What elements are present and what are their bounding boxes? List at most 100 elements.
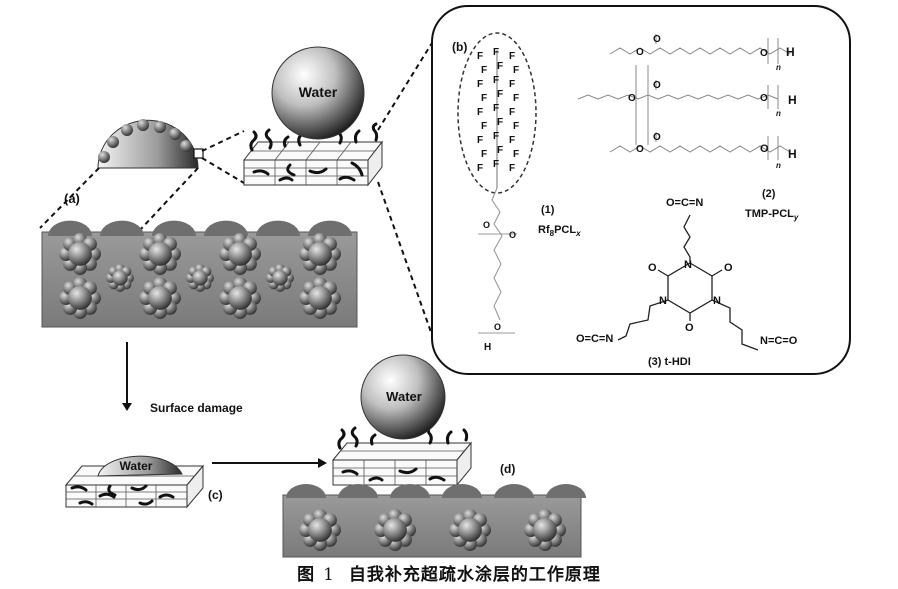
particle-clusters (286, 484, 586, 551)
recovery-arrow (212, 458, 327, 468)
atom-F: F (493, 47, 499, 58)
label-b: (b) (452, 40, 467, 54)
repeat-n: n (776, 109, 781, 118)
atom-N: N (713, 295, 721, 307)
particle-cluster (59, 277, 101, 319)
compound-3-name: (3) t-HDI (648, 356, 691, 368)
atom-F: F (497, 61, 503, 72)
droplet-surface-particles (98, 119, 192, 163)
water-droplet (271, 46, 365, 140)
atom-O: O (760, 48, 768, 59)
surface-bump (546, 484, 586, 498)
atom-O: O (509, 230, 516, 240)
atom-O: O (760, 93, 768, 104)
atom-O: O (685, 322, 694, 334)
zoom-line (201, 130, 245, 152)
atom-O: O (648, 262, 657, 274)
atom-N: N (684, 259, 692, 271)
atom-F: F (497, 89, 503, 100)
particle-cluster (374, 509, 416, 551)
core-particle (228, 242, 252, 266)
atom-O: O (653, 80, 661, 91)
core-particle (308, 518, 332, 542)
coated-droplet (97, 119, 204, 169)
coating-cross-section (41, 220, 358, 328)
atom-F: F (509, 163, 515, 174)
compound-2-name: TMP-PCLy (745, 208, 799, 222)
zoom-box (193, 148, 204, 159)
zoom-line (377, 29, 441, 131)
atom-F: F (513, 121, 519, 132)
atom-O: O (636, 47, 644, 58)
atom-F: F (481, 93, 487, 104)
surface-bump (48, 220, 92, 236)
tmp-pcl-labels: O O O H n O O O H n O O O H n (2) TMP-PC… (628, 34, 799, 222)
particle-cluster (449, 509, 491, 551)
repeat-n: n (776, 63, 781, 72)
atom-F: F (481, 149, 487, 160)
particle-cluster (266, 264, 294, 292)
core-particle (148, 286, 172, 310)
atom-H: H (788, 93, 797, 107)
water-label: Water (120, 459, 153, 473)
core-particle (68, 286, 92, 310)
atom-O: O (483, 220, 490, 230)
water-droplet (360, 354, 446, 440)
surface-bump (442, 484, 482, 498)
core-particle (148, 242, 172, 266)
particle-cluster (106, 264, 134, 292)
surface-damage-label: Surface damage (150, 401, 243, 415)
atom-F: F (477, 135, 483, 146)
particle-cluster (219, 277, 261, 319)
atom-F: F (481, 65, 487, 76)
atom-F: F (513, 65, 519, 76)
particle-cluster (139, 233, 181, 275)
atom-F: F (493, 159, 499, 170)
t-hdi-structure: O=C=N N N N O O O O=C=N N=C=O (3) t-HDI (576, 197, 798, 368)
label-c: (c) (208, 488, 223, 502)
atom-F: F (493, 75, 499, 86)
surface-bump (152, 220, 196, 236)
atom-F: F (497, 145, 503, 156)
surface-bump (494, 484, 534, 498)
surface-bump (204, 220, 248, 236)
label-d: (d) (500, 462, 515, 476)
isocyanate-group: O=C=N (576, 333, 613, 345)
core-particle (533, 518, 557, 542)
compound-1-number: (1) (541, 204, 555, 216)
atom-F: F (513, 149, 519, 160)
surface-damage-arrow (122, 342, 132, 411)
atom-F: F (477, 107, 483, 118)
atom-O: O (628, 93, 636, 104)
damaged-block: Water (64, 455, 205, 509)
isocyanate-group: O=C=N (666, 197, 703, 209)
core-particle (112, 270, 128, 286)
surface-bump (256, 220, 300, 236)
atom-F: F (509, 135, 515, 146)
surface-bump (100, 220, 144, 236)
particle-cluster (219, 233, 261, 275)
atom-F: F (477, 79, 483, 90)
atom-F: F (477, 163, 483, 174)
core-particle (458, 518, 482, 542)
core-particle (308, 242, 332, 266)
atom-O: O (724, 262, 733, 274)
surface-bump (286, 484, 326, 498)
atom-O: O (653, 34, 661, 45)
atom-F: F (513, 93, 519, 104)
core-particle (383, 518, 407, 542)
label-a: (a) (64, 191, 80, 206)
caption-figure-number: 1 (323, 565, 335, 585)
atom-F: F (509, 51, 515, 62)
zoom-line (201, 157, 245, 184)
compound-1-name: Rf8PCLx (538, 224, 581, 238)
atom-F: F (497, 117, 503, 128)
compound-2-number: (2) (762, 188, 776, 200)
core-particle (308, 286, 332, 310)
particle-cluster (139, 277, 181, 319)
caption-text: 自我补充超疏水涂层的工作原理 (348, 565, 601, 585)
tmp-pcl-structure (577, 34, 791, 160)
